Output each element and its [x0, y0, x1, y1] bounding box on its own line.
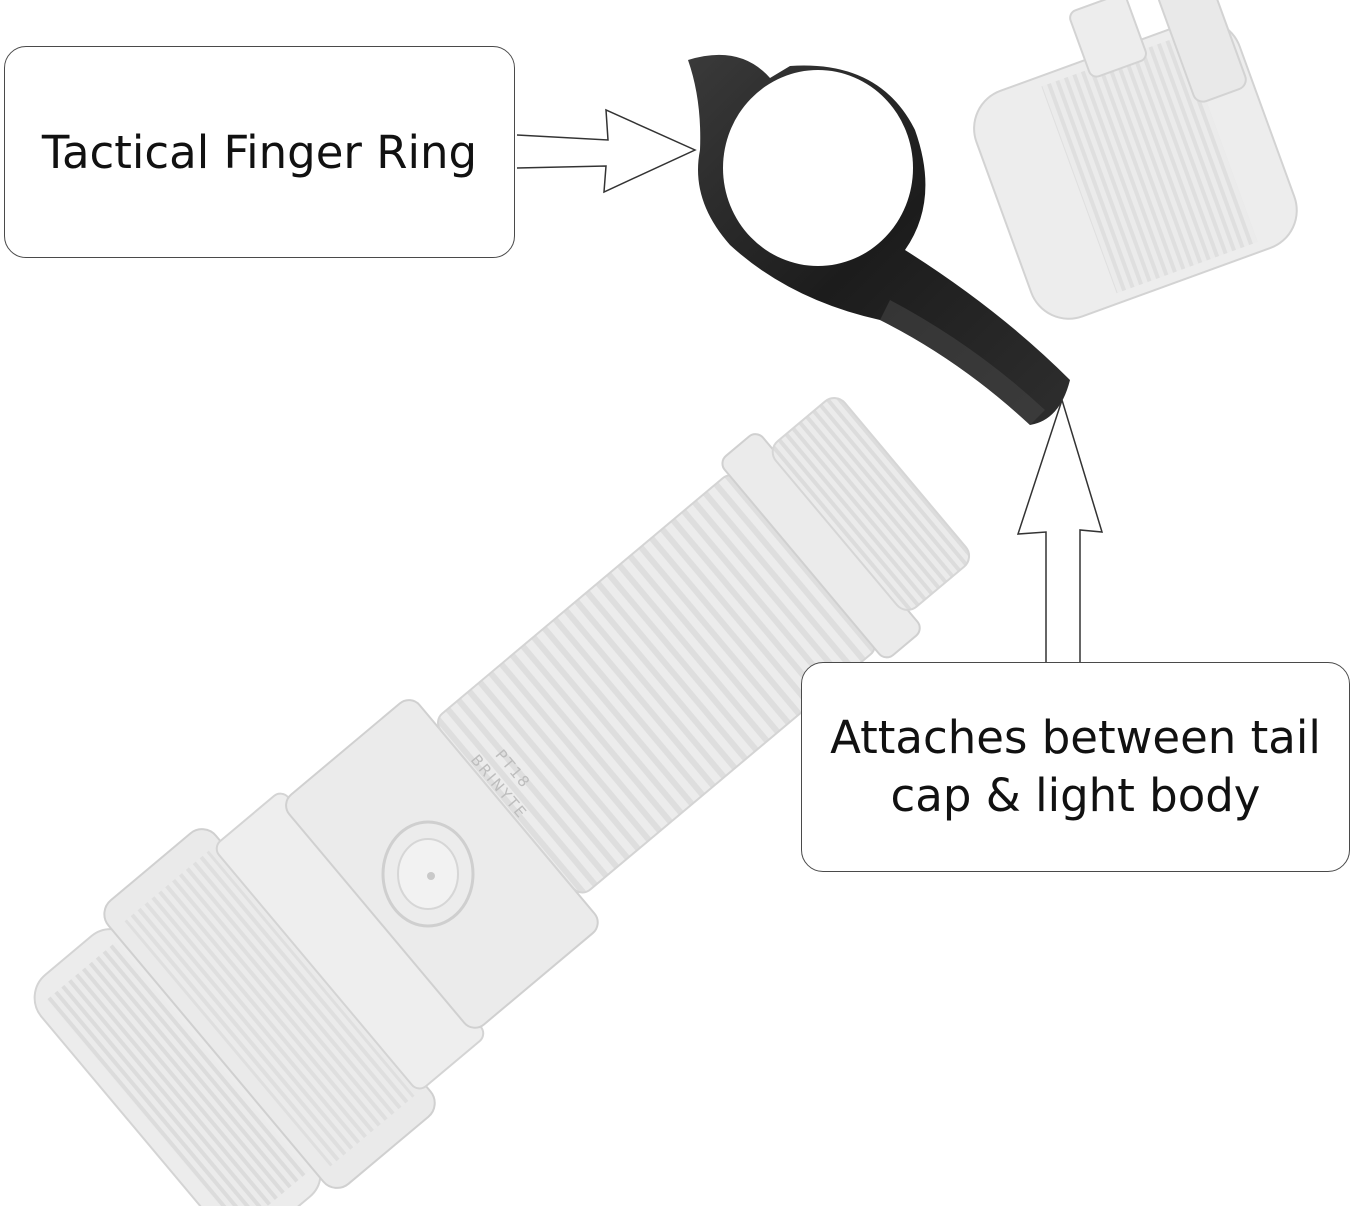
- power-switch-icon: [381, 820, 475, 928]
- arrow-right-icon: [516, 108, 697, 194]
- finger-ring-callout: Tactical Finger Ring: [4, 46, 515, 258]
- tactical-finger-ring: [688, 54, 1070, 425]
- arrow-up-icon: [1016, 397, 1104, 662]
- finger-ring-label: Tactical Finger Ring: [41, 125, 478, 179]
- attachment-callout: Attaches between tail cap & light body: [801, 662, 1350, 872]
- attachment-line-2: cap & light body: [890, 769, 1261, 822]
- flashlight-body: [33, 397, 971, 1206]
- attachment-line-1: Attaches between tail: [830, 711, 1321, 764]
- tail-cap: [973, 0, 1298, 320]
